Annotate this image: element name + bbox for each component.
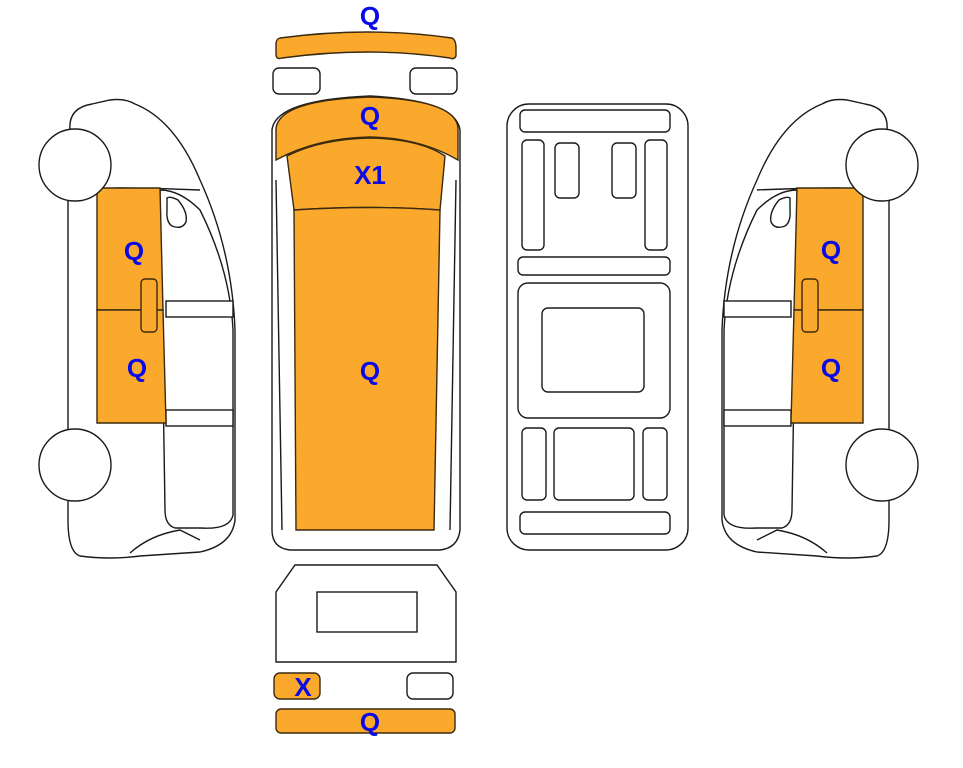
damage-code-label: X (294, 672, 312, 702)
left-door-handle (140, 278, 158, 333)
right-tail-light (406, 672, 454, 700)
left-pillar-frame (159, 189, 234, 529)
right-pillar-frame (723, 189, 798, 529)
left-quarter-window (166, 196, 188, 229)
damage-code-label: Q (124, 236, 144, 266)
right-rear-wheel (845, 428, 919, 502)
left-side-view: Q Q (38, 98, 236, 559)
damage-code-label: Q (360, 1, 380, 31)
damage-code-label: Q (360, 707, 380, 737)
left-headlight (272, 67, 321, 95)
right-rear-door-panel (790, 309, 864, 424)
rear-view: X Q (273, 564, 457, 737)
top-view: Q Q X1 Q (271, 1, 461, 551)
right-door-handle (801, 278, 819, 333)
rear-bumper-panel (275, 708, 456, 734)
right-quarter-window (769, 196, 791, 229)
damage-code-label: Q (127, 353, 147, 383)
front-bumper-panel (275, 31, 457, 60)
rear-window (316, 591, 418, 633)
right-side-view: Q Q (721, 98, 919, 559)
damage-code-label: Q (360, 101, 380, 131)
right-front-wheel (845, 128, 919, 202)
left-tail-light (273, 672, 321, 700)
damage-code-label: Q (360, 356, 380, 386)
damage-code-label: Q (821, 353, 841, 383)
roof-panel (293, 206, 441, 531)
right-headlight (409, 67, 458, 95)
damage-code-label: X1 (354, 160, 386, 190)
underside-view (506, 103, 689, 551)
hood-panel (275, 96, 459, 162)
left-rear-wheel (38, 428, 112, 502)
damage-code-label: Q (821, 235, 841, 265)
left-front-wheel (38, 128, 112, 202)
